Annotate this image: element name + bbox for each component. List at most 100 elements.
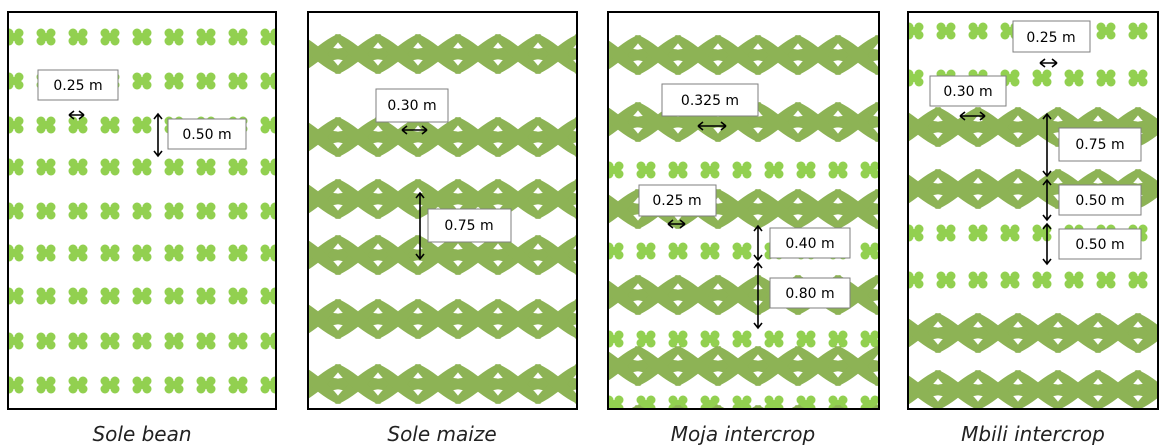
maize-plant	[748, 35, 808, 75]
row-spacing-label: 0.50 m	[167, 118, 247, 150]
maize-plant	[408, 364, 468, 404]
vertical-dimension-arrow	[753, 261, 763, 330]
svg-text:0.30 m: 0.30 m	[387, 98, 436, 114]
vertical-dimension-arrow	[753, 224, 763, 262]
svg-text:0.75 m: 0.75 m	[1075, 137, 1124, 153]
bean-plant	[8, 332, 24, 350]
maize-plant	[828, 189, 879, 229]
bean-plant	[228, 158, 248, 176]
bean-plant	[132, 287, 152, 305]
maize-bean-spacing-label: 0.50 m	[1058, 184, 1142, 216]
maize-plant	[868, 102, 879, 142]
plant-rows	[8, 28, 276, 394]
maize-plant	[488, 364, 548, 404]
svg-text:0.25 m: 0.25 m	[1026, 30, 1075, 46]
maize-spacing-label: 0.30 m	[929, 75, 1007, 107]
bean-plant	[132, 28, 152, 46]
bean-plant	[100, 287, 120, 305]
maize-row-spacing-label: 0.80 m	[769, 277, 851, 309]
bean-plant	[908, 22, 924, 40]
bean-plant	[732, 242, 752, 260]
bean-plant	[164, 202, 184, 220]
horizontal-dimension-arrow	[1039, 58, 1058, 68]
maize-plant	[528, 179, 577, 219]
bean-plant	[908, 224, 924, 242]
panel-moja-intercrop: 0.325 m 0.25 m 0.40 m 0.80 m Moja interc…	[607, 11, 880, 446]
bean-plant	[36, 244, 56, 262]
vertical-dimension-arrow	[153, 112, 163, 158]
bean-plant	[260, 116, 276, 134]
panel-sole-bean: 0.25 m 0.50 m Sole bean	[7, 11, 277, 446]
maize-plant	[528, 299, 577, 339]
horizontal-dimension-arrow	[697, 121, 727, 131]
svg-text:0.25 m: 0.25 m	[652, 193, 701, 209]
bean-plant	[764, 330, 784, 348]
bean-plant	[636, 242, 656, 260]
maize-plant	[568, 34, 577, 74]
bean-plant	[164, 244, 184, 262]
bean-plant	[100, 116, 120, 134]
bean-plant	[196, 244, 216, 262]
bean-plant	[196, 72, 216, 90]
maize-plant	[868, 35, 879, 75]
bean-plant	[8, 72, 24, 90]
bean-plant	[260, 244, 276, 262]
maize-plant	[568, 299, 577, 339]
bean-plant	[196, 28, 216, 46]
panel-caption: Moja intercrop	[671, 422, 815, 446]
maize-plant	[874, 405, 879, 409]
panel-frame	[307, 11, 578, 410]
bean-plant	[132, 376, 152, 394]
bean-plant	[968, 22, 988, 40]
maize-plant	[448, 117, 508, 157]
panel-mbili-intercrop: 0.25 m 0.30 m 0.75 m 0.50 m 0.50 m Mbili…	[907, 11, 1164, 446]
bean-plant	[132, 72, 152, 90]
bean-plant	[36, 287, 56, 305]
bean-plant	[860, 242, 879, 260]
bean-plant	[196, 158, 216, 176]
bean-spacing-label: 0.25 m	[1012, 20, 1091, 53]
bean-plant	[700, 242, 720, 260]
bean-plant	[8, 28, 24, 46]
svg-text:0.50 m: 0.50 m	[1075, 193, 1124, 209]
bean-plant	[132, 244, 152, 262]
bean-plant	[132, 332, 152, 350]
bean-plant	[196, 376, 216, 394]
bean-plant	[608, 395, 624, 409]
bean-plant	[1161, 272, 1164, 289]
maize-plant	[868, 275, 879, 315]
svg-text:0.30 m: 0.30 m	[943, 84, 992, 100]
bean-plant	[8, 287, 24, 305]
bean-plant	[8, 376, 24, 394]
bean-plant	[260, 158, 276, 176]
horizontal-dimension-arrow	[959, 111, 986, 121]
bean-plant	[1161, 70, 1164, 87]
bean-plant	[68, 287, 88, 305]
bean-plant	[608, 330, 624, 348]
maize-plant	[748, 102, 808, 142]
svg-text:0.50 m: 0.50 m	[1075, 237, 1124, 253]
bean-plant	[164, 376, 184, 394]
bean-plant	[1161, 23, 1164, 40]
bean-plant	[828, 161, 848, 179]
svg-text:0.75 m: 0.75 m	[444, 218, 493, 234]
vertical-dimension-arrow	[1042, 178, 1052, 222]
bean-plant	[1128, 69, 1148, 87]
vertical-dimension-arrow	[1042, 112, 1052, 178]
bean-plant	[8, 202, 24, 220]
maize-plant	[568, 179, 577, 219]
bean-plant	[8, 116, 24, 134]
bean-plant	[764, 395, 784, 409]
bean-plant	[228, 28, 248, 46]
bean-plant	[260, 332, 276, 350]
bean-plant	[796, 330, 816, 348]
bean-plant	[100, 376, 120, 394]
bean-plant	[1000, 271, 1020, 289]
maize-plant	[828, 346, 879, 386]
bean-plant	[608, 161, 624, 179]
svg-text:0.40 m: 0.40 m	[785, 236, 834, 252]
bean-plant	[968, 224, 988, 242]
bean-plant	[700, 330, 720, 348]
bean-plant	[936, 271, 956, 289]
